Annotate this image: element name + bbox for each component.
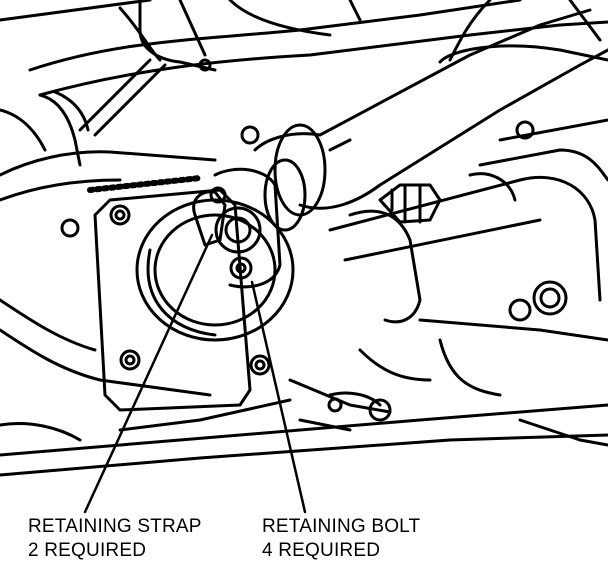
underbody-panel xyxy=(0,0,608,97)
u-joint xyxy=(192,167,282,289)
retaining-bolt-callout: RETAINING BOLT 4 REQUIRED xyxy=(262,515,420,563)
retaining-bolt-label: RETAINING BOLT xyxy=(262,516,421,537)
retaining-strap-callout: RETAINING STRAP 2 REQUIRED xyxy=(28,515,202,563)
bolt-leader-line xyxy=(250,280,307,514)
upper-bracket xyxy=(0,0,217,167)
lower-panel xyxy=(0,398,608,477)
retaining-bolt-quantity: 4 REQUIRED xyxy=(262,540,381,561)
differential-housing xyxy=(0,125,295,412)
driveshaft-tube xyxy=(253,8,608,232)
callout-leaders xyxy=(83,233,307,514)
strap-leader-line xyxy=(83,233,214,514)
retaining-strap-quantity: 2 REQUIRED xyxy=(28,540,147,561)
suspension-arm xyxy=(288,118,608,422)
retaining-strap-label: RETAINING STRAP xyxy=(28,516,202,537)
